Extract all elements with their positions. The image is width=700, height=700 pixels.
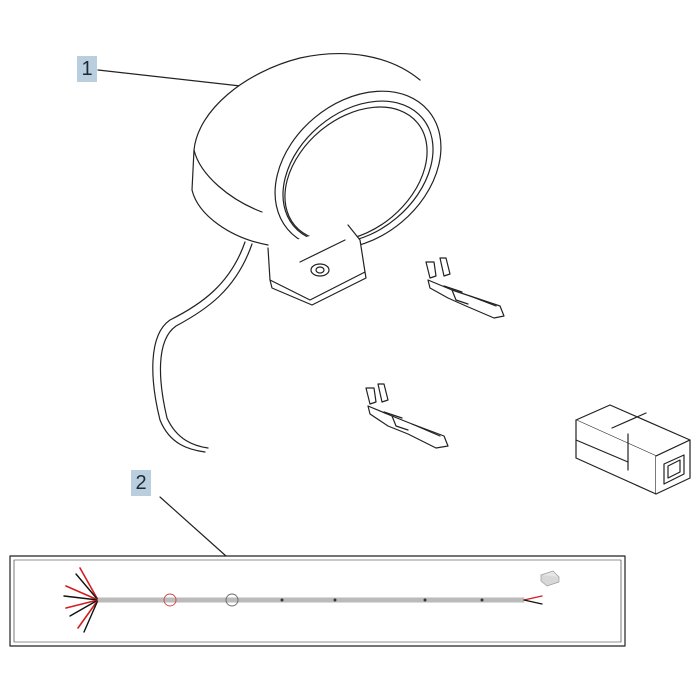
connector-housing (575, 404, 691, 495)
leader-line-1 (97, 69, 259, 89)
led-strip (63, 567, 560, 633)
crimp-terminal-a (425, 257, 505, 319)
leader-line-2 (159, 496, 227, 557)
lamp-housing (152, 53, 442, 453)
crimp-terminal-b (365, 383, 449, 449)
callout-label-2: 2 (131, 470, 151, 496)
callout-label-1: 1 (77, 56, 97, 82)
